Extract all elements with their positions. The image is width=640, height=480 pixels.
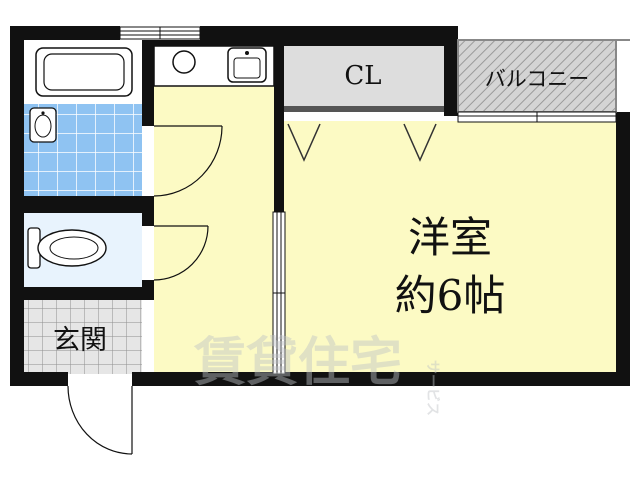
outer-walls xyxy=(10,26,630,386)
top-window xyxy=(119,26,201,40)
bedroom-label: 洋室 xyxy=(408,213,492,262)
bathroom-door xyxy=(153,125,223,197)
interior-walls xyxy=(24,40,444,300)
watermark: 賃貸住宅 xyxy=(193,333,402,393)
kitchen-counter xyxy=(153,45,275,87)
entrance-label: 玄関 xyxy=(53,325,107,356)
balcony-floor xyxy=(458,40,616,112)
bedroom-size-label: 約6帖 xyxy=(395,271,506,320)
balcony-label: バルコニー xyxy=(485,67,590,91)
watermark-small: サービス xyxy=(424,360,440,416)
bedroom-floor xyxy=(284,121,616,374)
entrance-door xyxy=(67,385,133,455)
toilet-door xyxy=(153,225,209,281)
closet-floor xyxy=(284,40,444,106)
wash-basin xyxy=(29,107,57,143)
balcony-sash xyxy=(457,111,617,123)
bedroom-sliding-door xyxy=(272,211,286,375)
closet-label: CL xyxy=(344,61,381,91)
closet-doors xyxy=(287,123,437,162)
corridor-floor xyxy=(154,86,274,374)
bathtub xyxy=(35,47,133,97)
toilet xyxy=(27,227,107,269)
entrance-floor xyxy=(24,300,142,374)
